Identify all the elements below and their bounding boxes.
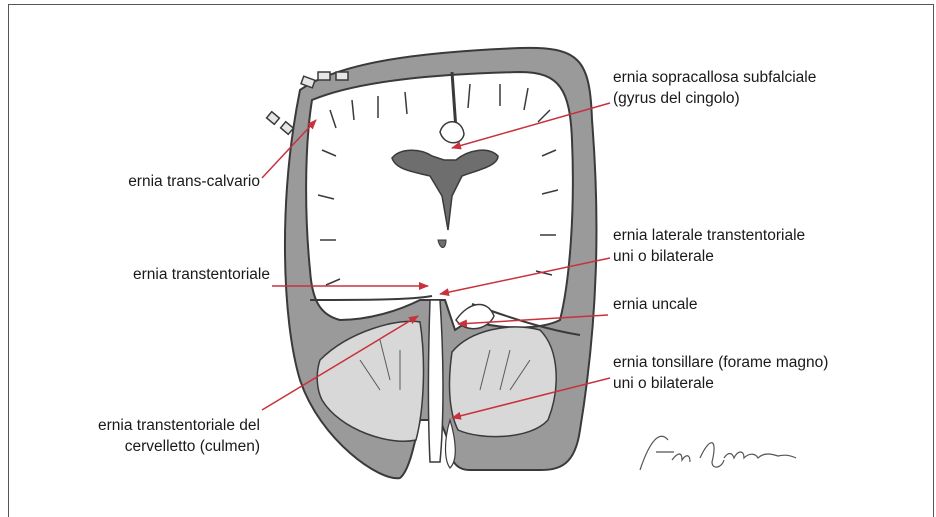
label-laterale-line2: uni o bilaterale <box>613 246 805 267</box>
label-tonsillare-line2: uni o bilaterale <box>613 373 828 394</box>
label-laterale: ernia laterale transtentoriale uni o bil… <box>613 225 805 267</box>
cerebrum <box>306 72 573 330</box>
label-uncale: ernia uncale <box>613 294 697 315</box>
brainstem <box>429 300 444 462</box>
label-tonsillare-line1: ernia tonsillare (forame magno) <box>613 352 828 373</box>
label-sopracallosa: ernia sopracallosa subfalciale (gyrus de… <box>613 67 816 109</box>
label-uncale-text: ernia uncale <box>613 294 697 315</box>
label-sopracallosa-line1: ernia sopracallosa subfalciale <box>613 67 816 88</box>
label-trans-calvario: ernia trans-calvario <box>30 171 260 192</box>
label-transtentoriale-cervelletto: ernia transtentoriale del cervelletto (c… <box>10 415 260 457</box>
label-transtentoriale-cerv-line2: cervelletto (culmen) <box>10 436 260 457</box>
label-sopracallosa-line2: (gyrus del cingolo) <box>613 88 816 109</box>
label-transtentoriale: ernia transtentoriale <box>30 264 270 285</box>
label-tonsillare: ernia tonsillare (forame magno) uni o bi… <box>613 352 828 394</box>
label-trans-calvario-text: ernia trans-calvario <box>30 171 260 192</box>
signature <box>640 436 796 470</box>
label-transtentoriale-text: ernia transtentoriale <box>30 264 270 285</box>
label-transtentoriale-cerv-line1: ernia transtentoriale del <box>10 415 260 436</box>
cerebellum-right <box>450 327 557 437</box>
label-laterale-line1: ernia laterale transtentoriale <box>613 225 805 246</box>
